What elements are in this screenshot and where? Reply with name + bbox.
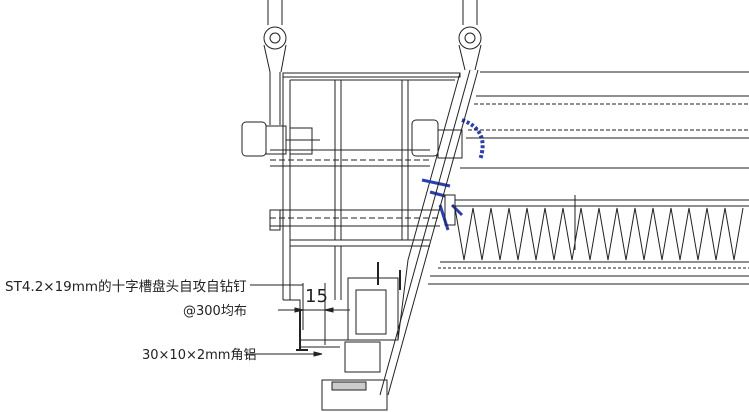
dimension-15 <box>278 283 350 345</box>
hanger-left <box>263 0 287 125</box>
ceiling-panels <box>428 71 749 285</box>
bolt-left <box>241 121 320 231</box>
angle-label: 30×10×2mm角铝 <box>142 348 256 363</box>
lower-profile <box>296 262 401 411</box>
main-frame <box>270 72 461 341</box>
hanger-right <box>458 0 482 71</box>
screw-label: ST4.2×19mm的十字槽盘头自攻自钻钉 <box>5 278 247 295</box>
screw-spacing-label: @300均布 <box>183 304 247 319</box>
dimension-text: 15 <box>305 286 328 307</box>
slanted-glazing <box>379 69 479 396</box>
insulation <box>454 207 744 261</box>
